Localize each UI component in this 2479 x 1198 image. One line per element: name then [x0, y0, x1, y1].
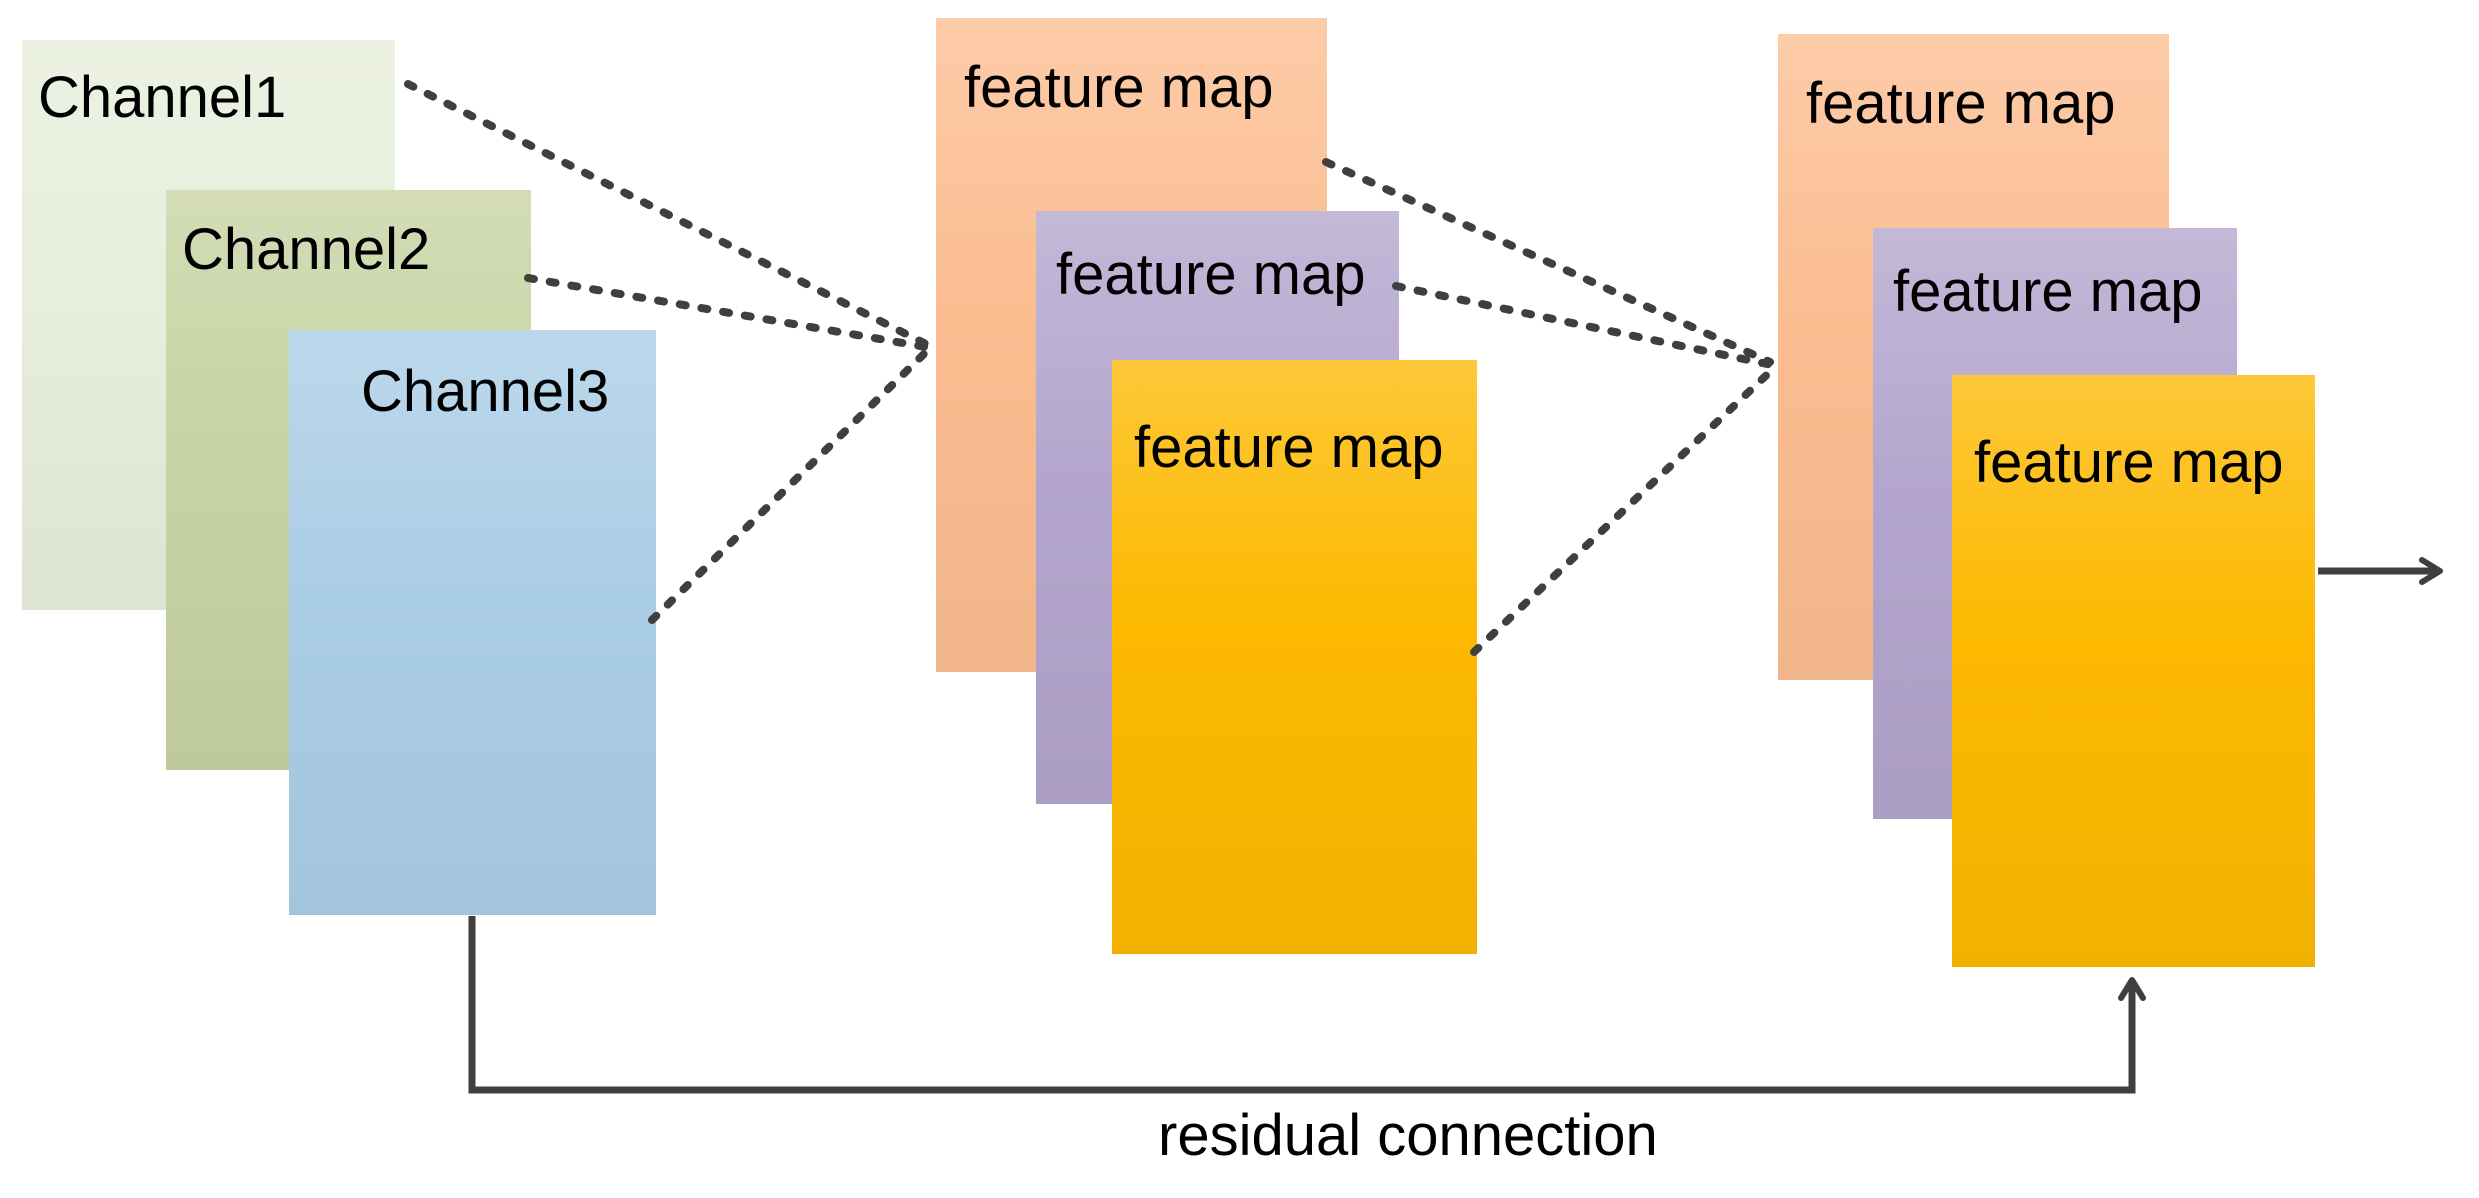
- residual-connection-label: residual connection: [1158, 1103, 1658, 1168]
- right-feature-map-gold-box: feature map: [1952, 375, 2315, 967]
- dashed-line-purple-map-to-output: [1392, 282, 1776, 369]
- dashed-line-gold-map-to-output: [1470, 364, 1778, 656]
- channel1-label: Channel1: [38, 65, 287, 130]
- dashed-line-channel3-to-feature-map: [648, 346, 932, 624]
- right-feature-map-orange-label: feature map: [1806, 71, 2116, 136]
- middle-feature-map-orange-label: feature map: [964, 55, 1274, 120]
- channel2-label: Channel2: [182, 217, 431, 282]
- channel3-label: Channel3: [361, 359, 610, 424]
- channel3-box: Channel3: [289, 330, 656, 915]
- middle-feature-map-gold-label: feature map: [1134, 415, 1444, 480]
- right-feature-map-gold-label: feature map: [1974, 430, 2284, 495]
- middle-feature-map-gold-box: feature map: [1112, 360, 1477, 954]
- right-feature-map-purple-label: feature map: [1893, 259, 2203, 324]
- middle-feature-map-purple-label: feature map: [1056, 242, 1366, 307]
